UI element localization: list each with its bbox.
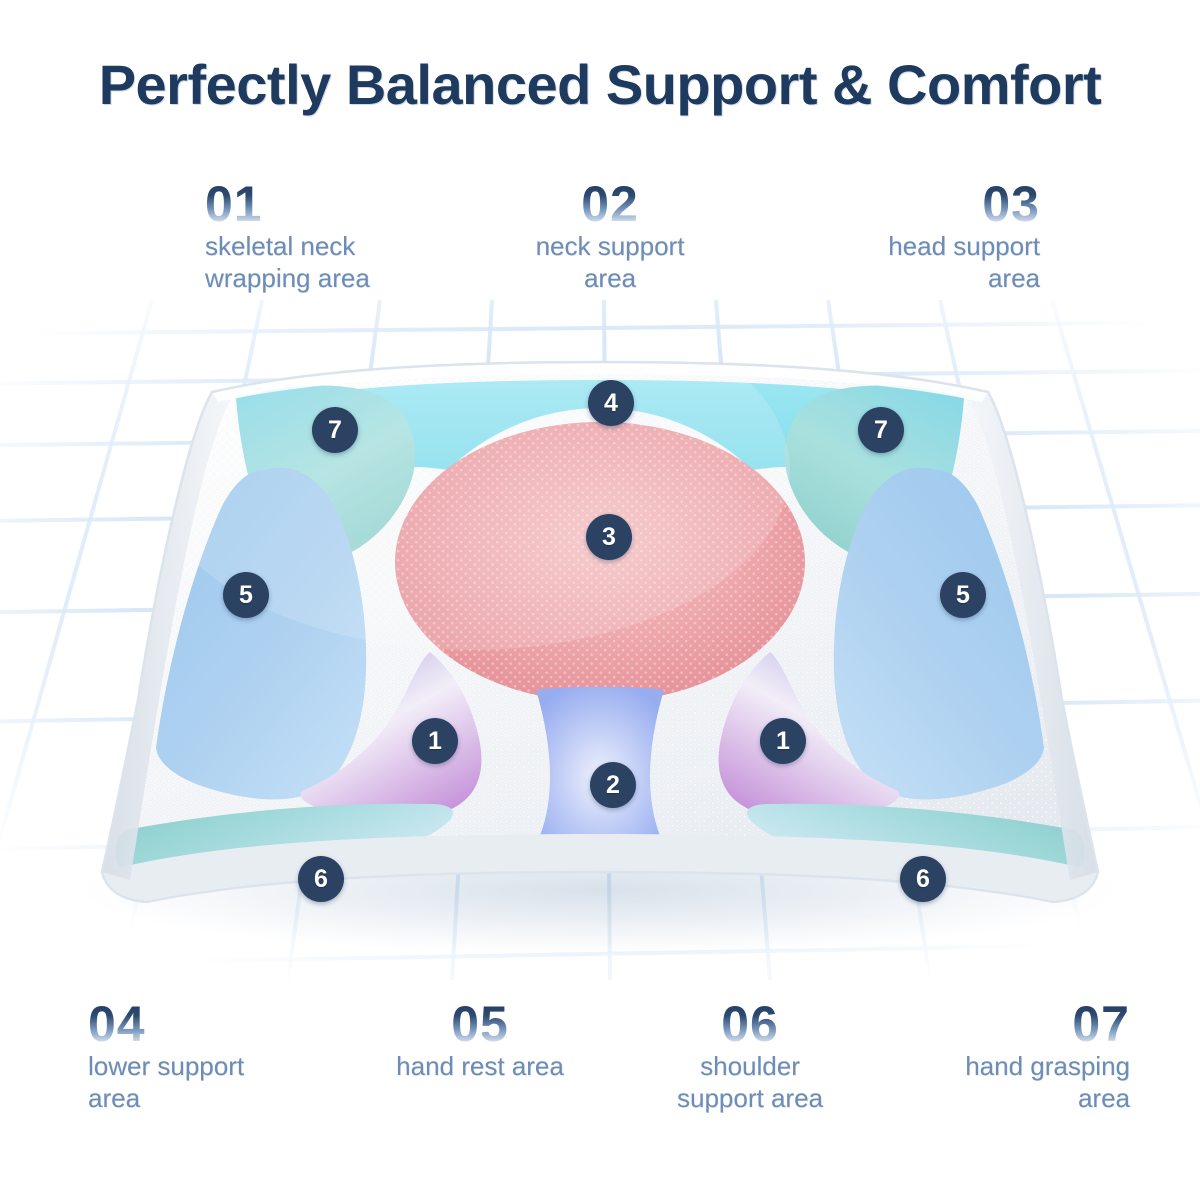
callout-06-number: 06 [640,999,860,1049]
callout-02: 02 neck support area [485,179,735,294]
callout-07-label: hand grasping area [890,1051,1130,1114]
callout-02-line2: area [583,262,637,293]
badge-6-left[interactable]: 6 [298,856,344,902]
callout-05-number: 05 [360,999,600,1049]
badge-6-right[interactable]: 6 [900,856,946,902]
callout-05: 05 hand rest area [360,999,600,1083]
callout-04-line2: area [88,1082,141,1113]
badge-5-left[interactable]: 5 [223,572,269,618]
badge-7-right[interactable]: 7 [858,407,904,453]
callout-07-number: 07 [890,999,1130,1049]
badge-1-left[interactable]: 1 [412,718,458,764]
callout-01: 01 skeletal neck wrapping area [205,179,455,294]
callout-06: 06 shoulder support area [640,999,860,1114]
callout-01-number: 01 [205,179,455,229]
badge-4[interactable]: 4 [588,380,634,426]
callout-03-label: head support area [790,231,1040,294]
callout-01-line1: skeletal neck [205,231,356,261]
badge-1-right[interactable]: 1 [760,718,806,764]
callout-07-line1: hand grasping [965,1051,1130,1081]
callout-06-line1: shoulder [700,1051,800,1081]
badge-5-right[interactable]: 5 [940,572,986,618]
callout-04-line1: lower support [88,1051,245,1081]
callout-07: 07 hand grasping area [890,999,1130,1114]
badge-7-left[interactable]: 7 [312,407,358,453]
callout-07-line2: area [1077,1082,1130,1113]
callout-02-number: 02 [485,179,735,229]
callout-06-label: shoulder support area [640,1051,860,1114]
callout-04: 04 lower support area [88,999,308,1114]
callout-03-line1: head support [888,231,1040,261]
callout-04-label: lower support area [88,1051,308,1114]
callout-05-line1: hand rest area [396,1051,564,1081]
callout-03-line2: area [987,262,1040,293]
callout-01-line2: wrapping area [205,262,370,293]
badge-2[interactable]: 2 [590,762,636,808]
callout-03-number: 03 [790,179,1040,229]
badge-3[interactable]: 3 [586,514,632,560]
callout-02-line1: neck support [535,231,685,261]
callout-03: 03 head support area [790,179,1040,294]
callout-06-line2: support area [677,1082,823,1113]
page-title: Perfectly Balanced Support & Comfort [98,53,1102,116]
callout-01-label: skeletal neck wrapping area [205,231,455,294]
callout-04-number: 04 [88,999,308,1049]
callout-05-label: hand rest area [360,1051,600,1083]
callout-02-label: neck support area [485,231,735,294]
